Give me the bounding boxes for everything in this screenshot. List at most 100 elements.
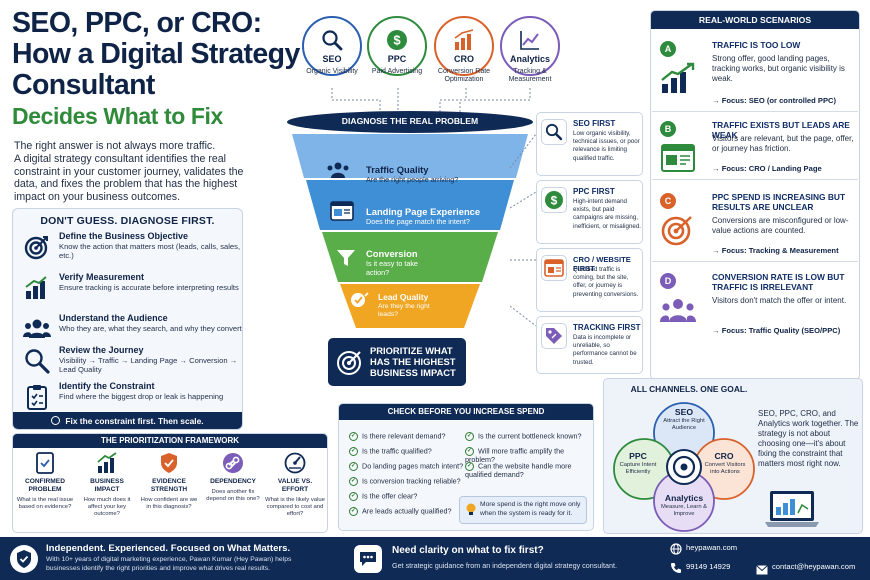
prioritize-text: PRIORITIZE WHAT HAS THE HIGHEST BUSINESS… [370, 345, 456, 378]
diagnose-step: Identify the Constraint Find where the b… [21, 381, 246, 417]
funnel-level-desc: Does the page match the intent? [366, 217, 470, 226]
card-title: SEO FIRST [573, 119, 616, 128]
people-icon [660, 294, 696, 326]
dollar-icon: $ [385, 28, 409, 52]
scenario-badge: B [660, 121, 676, 137]
channel-desc: Conversion Rate Optimization [437, 68, 491, 83]
browser-icon [330, 200, 354, 222]
prioritize-box: PRIORITIZE WHAT HAS THE HIGHEST BUSINESS… [328, 338, 466, 386]
channel-name: PPC [387, 54, 407, 64]
title-line-2: How a Digital Strategy [12, 38, 300, 70]
framework-card: THE PRIORITIZATION FRAMEWORK CONFIRMED P… [12, 433, 328, 533]
card-desc: High-intent demand exists, but paid camp… [573, 198, 641, 230]
card-title: PPC FIRST [573, 187, 615, 196]
channel-name: CRO [454, 54, 474, 64]
channel-desc: Tracking & Measurement [508, 68, 552, 83]
footer-cta-title: Need clarity on what to fix first? [392, 545, 544, 556]
footer-headline: Independent. Experienced. Focused on Wha… [46, 543, 291, 554]
diagnose-step: Review the Journey Visibility → Traffic … [21, 345, 246, 381]
framework-col: DEPENDENCY Does another fix depend on th… [203, 452, 263, 503]
spend-tip-text: More spend is the right move only when t… [480, 501, 581, 517]
scenario-desc: Visitors are relevant, but the page, off… [712, 134, 854, 153]
scenario-d: D CONVERSION RATE IS LOW BUT TRAFFIC IS … [652, 266, 858, 340]
phone-icon [670, 561, 682, 573]
step-desc: Visibility → Traffic → Landing Page → Co… [59, 356, 238, 375]
cro-first-card: CRO / WEBSITE FIRST Qualified traffic is… [536, 248, 643, 312]
channels-summary: SEO, PPC, CRO, and Analytics work togeth… [758, 409, 859, 468]
funnel-graphic [287, 111, 533, 328]
shield-icon [158, 452, 180, 474]
check-item: ✓Is the current bottleneck known? [465, 431, 582, 441]
people-icon [326, 160, 350, 180]
channels-title: ALL CHANNELS. ONE GOAL. [630, 384, 748, 394]
card-title: TRACKING FIRST [573, 323, 641, 332]
framework-col-title: EVIDENCE STRENGTH [150, 478, 188, 493]
framework-col: EVIDENCE STRENGTH How confident are we i… [139, 452, 199, 511]
scenarios-title: REAL-WORLD SCENARIOS [651, 11, 859, 29]
line-chart-icon [518, 28, 542, 52]
framework-col: CONFIRMED PROBLEM What is the real issue… [15, 452, 75, 511]
svg-text:$: $ [393, 33, 401, 48]
channel-cro: CRO [434, 16, 494, 76]
scenario-badge: C [660, 193, 676, 209]
magnifier-icon [541, 119, 567, 145]
channels-venn [613, 402, 755, 532]
scenario-desc: Strong offer, good landing pages, tracki… [712, 54, 845, 83]
scenario-focus: → Focus: Tracking & Measurement [712, 246, 839, 255]
tag-icon [541, 323, 567, 349]
venn-ppc-name: PPC [629, 451, 647, 461]
funnel-level-desc: Are the right people arriving? [366, 175, 459, 184]
framework-col-title: DEPENDENCY [210, 478, 256, 485]
channel-connectors [331, 88, 531, 114]
card-title: CRO / WEBSITE FIRST [573, 255, 631, 273]
clipboard-icon [23, 383, 51, 411]
framework-col: BUSINESS IMPACT How much does it affect … [77, 452, 137, 518]
venn-analytics-desc: Measure, Learn & Improve [660, 504, 708, 517]
title-line-1: SEO, PPC, or CRO: [12, 7, 262, 39]
mail-icon [756, 562, 768, 575]
framework-col-desc: What is the likely value compared to cos… [265, 496, 325, 517]
venn-cro-name: CRO [714, 451, 734, 461]
landing-page-icon [660, 142, 696, 174]
growth-chart-icon [660, 62, 696, 94]
scenario-title: TRAFFIC IS TOO LOW [712, 40, 801, 50]
document-icon [34, 452, 56, 474]
framework-col-title: VALUE VS. EFFORT [277, 478, 313, 493]
check-item: ✓Is conversion tracking reliable? [349, 476, 461, 486]
magnifier-icon [23, 347, 51, 375]
step-desc: Ensure tracking is accurate before inter… [59, 283, 239, 292]
check-item: ✓Will more traffic amplify the problem? [465, 446, 565, 464]
funnel-level-title: Conversion [366, 248, 418, 259]
venn-ppc-desc: Capture Intent Efficiently [619, 462, 657, 475]
scenario-focus: → Focus: CRO / Landing Page [712, 164, 822, 173]
browser-icon [541, 255, 567, 281]
checklist-card: CHECK BEFORE YOU INCREASE SPEND ✓Is ther… [338, 403, 594, 531]
scenario-badge: A [660, 41, 676, 57]
checklist-title: CHECK BEFORE YOU INCREASE SPEND [339, 404, 593, 420]
card-connectors [510, 133, 537, 327]
scenario-title: TRAFFIC EXISTS BUT LEADS ARE WEAK [712, 120, 850, 140]
diagnose-footer: Fix the constraint first. Then scale. [13, 412, 242, 429]
framework-col-desc: Does another fix depend on this one? [206, 488, 260, 502]
ppc-first-card: $ PPC FIRST High-intent demand exists, b… [536, 180, 643, 244]
step-desc: Who they are, what they search, and why … [59, 324, 242, 333]
venn-seo-name: SEO [674, 407, 694, 417]
scenario-focus: → Focus: SEO (or controlled PPC) [712, 96, 837, 105]
venn-analytics-name: Analytics [664, 493, 704, 503]
step-desc: Find where the biggest drop or leak is h… [59, 392, 224, 401]
lightbulb-icon [465, 503, 477, 517]
scenario-focus: → Focus: Traffic Quality (SEO/PPC) [712, 326, 841, 335]
scenario-title: PPC SPEND IS INCREASING BUT RESULTS ARE … [712, 192, 846, 212]
channel-name: SEO [322, 54, 342, 64]
people-icon [23, 315, 51, 343]
footer-phone[interactable]: 99149 14929 [686, 562, 731, 571]
channel-desc: Organic Visibility [306, 68, 358, 75]
diagnose-footer-text: Fix the constraint first. Then scale. [65, 415, 204, 426]
channel-desc: Paid Advertising [371, 68, 423, 75]
footer-email[interactable]: contact@heypawan.com [772, 562, 856, 571]
card-desc: Data is incomplete or unreliable, so per… [573, 334, 637, 366]
footer-website[interactable]: heypawan.com [686, 543, 738, 552]
intro-line-1: The right answer is not always more traf… [14, 140, 216, 152]
bar-chart-icon [23, 274, 51, 302]
scenario-badge: D [660, 273, 676, 289]
